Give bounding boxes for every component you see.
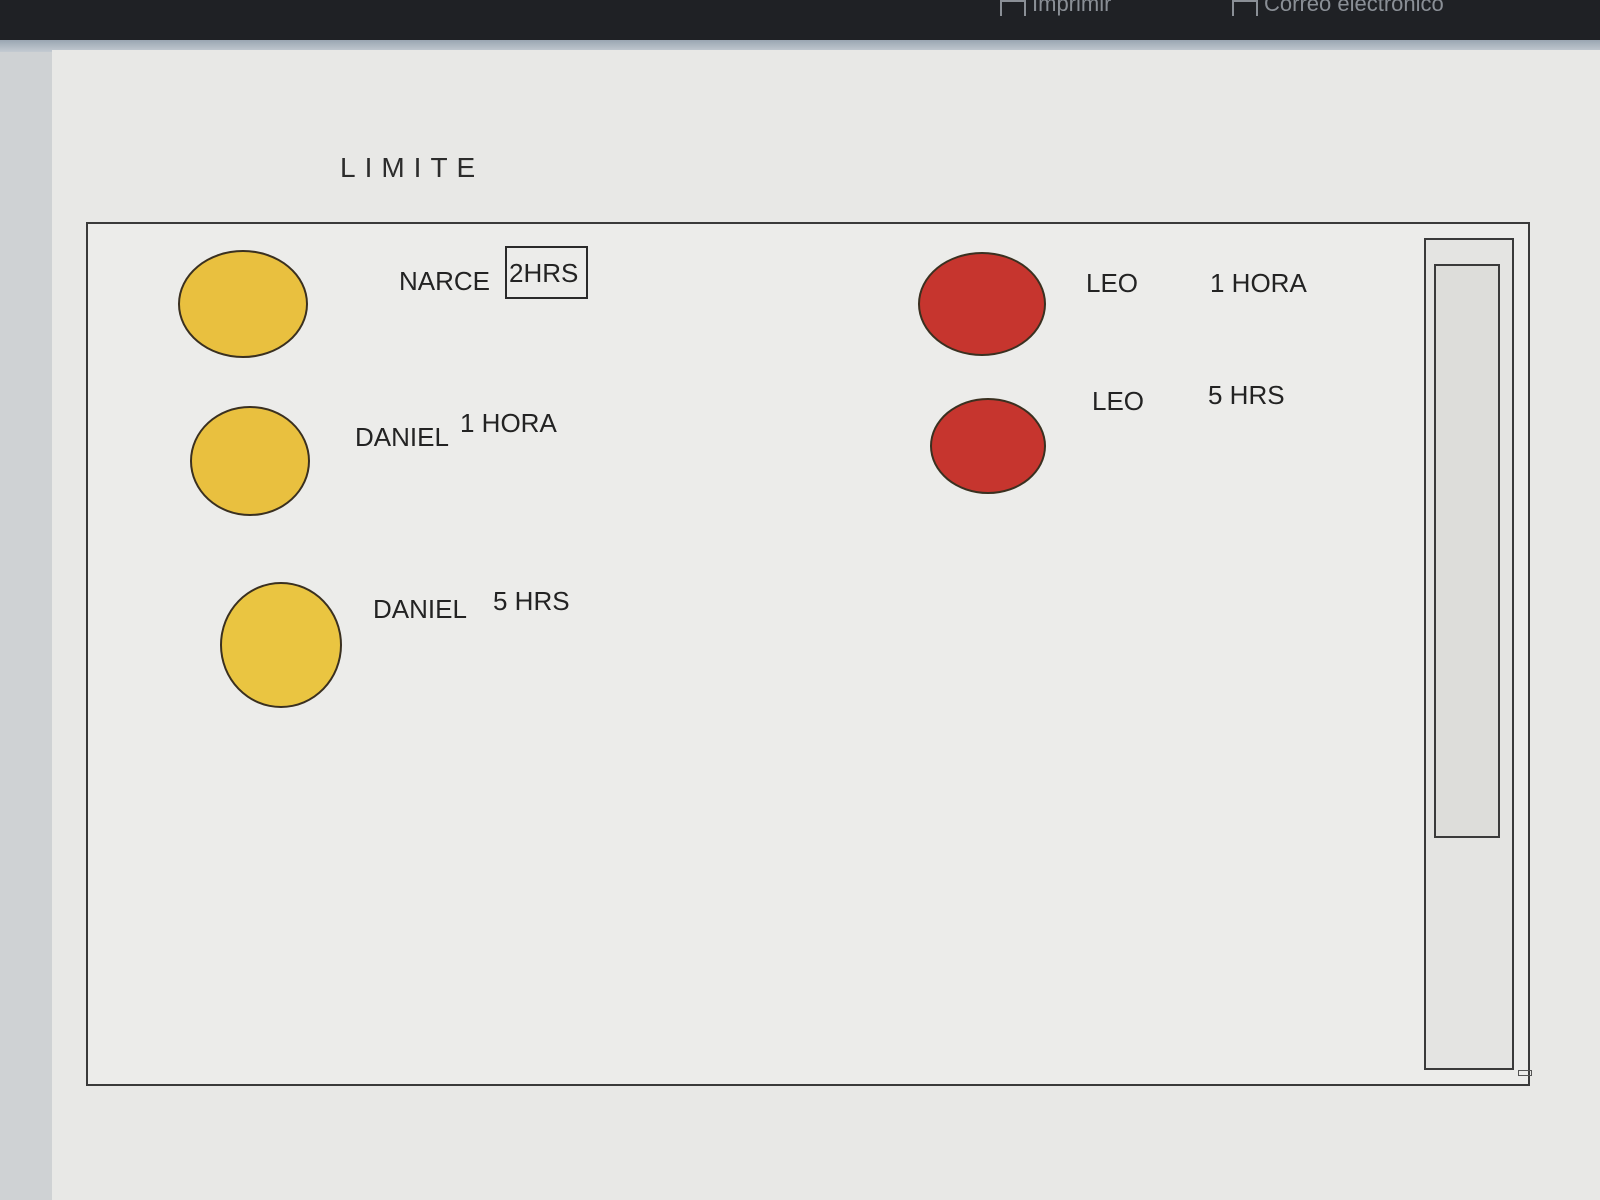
entry-name: DANIEL xyxy=(373,594,467,624)
print-command[interactable]: Imprimir xyxy=(1000,0,1111,16)
page-title: LIMITE xyxy=(340,152,485,183)
resize-grip-icon[interactable] xyxy=(1518,1070,1532,1076)
status-circle[interactable] xyxy=(220,582,342,708)
taskbar: Imprimir Correo electrónico xyxy=(0,0,1600,40)
email-command[interactable]: Correo electrónico xyxy=(1232,0,1444,16)
entry-name: DANIEL xyxy=(355,422,449,452)
vertical-scrollbar[interactable] xyxy=(1424,238,1514,1070)
entry-duration: 1 HORA xyxy=(1210,268,1307,298)
mail-icon xyxy=(1232,0,1258,16)
scrollbar-thumb[interactable] xyxy=(1434,264,1500,838)
status-circle[interactable] xyxy=(178,250,308,358)
entry-duration-box[interactable]: 2HRS xyxy=(505,246,589,299)
status-circle[interactable] xyxy=(930,398,1046,494)
entry-name: LEO xyxy=(1086,268,1139,298)
entry-name: NARCE xyxy=(399,266,491,296)
entry-duration: 5 HRS xyxy=(493,586,570,616)
status-circle[interactable] xyxy=(190,406,310,516)
entry-duration: 5 HRS xyxy=(1208,380,1285,410)
entry-duration: 1 HORA xyxy=(460,408,557,438)
entry-name: LEO xyxy=(1092,386,1145,416)
email-label: Correo electrónico xyxy=(1264,0,1444,16)
window-edge xyxy=(0,40,1600,52)
print-label: Imprimir xyxy=(1032,0,1112,16)
printer-icon xyxy=(1000,0,1026,16)
status-circle[interactable] xyxy=(918,252,1046,356)
